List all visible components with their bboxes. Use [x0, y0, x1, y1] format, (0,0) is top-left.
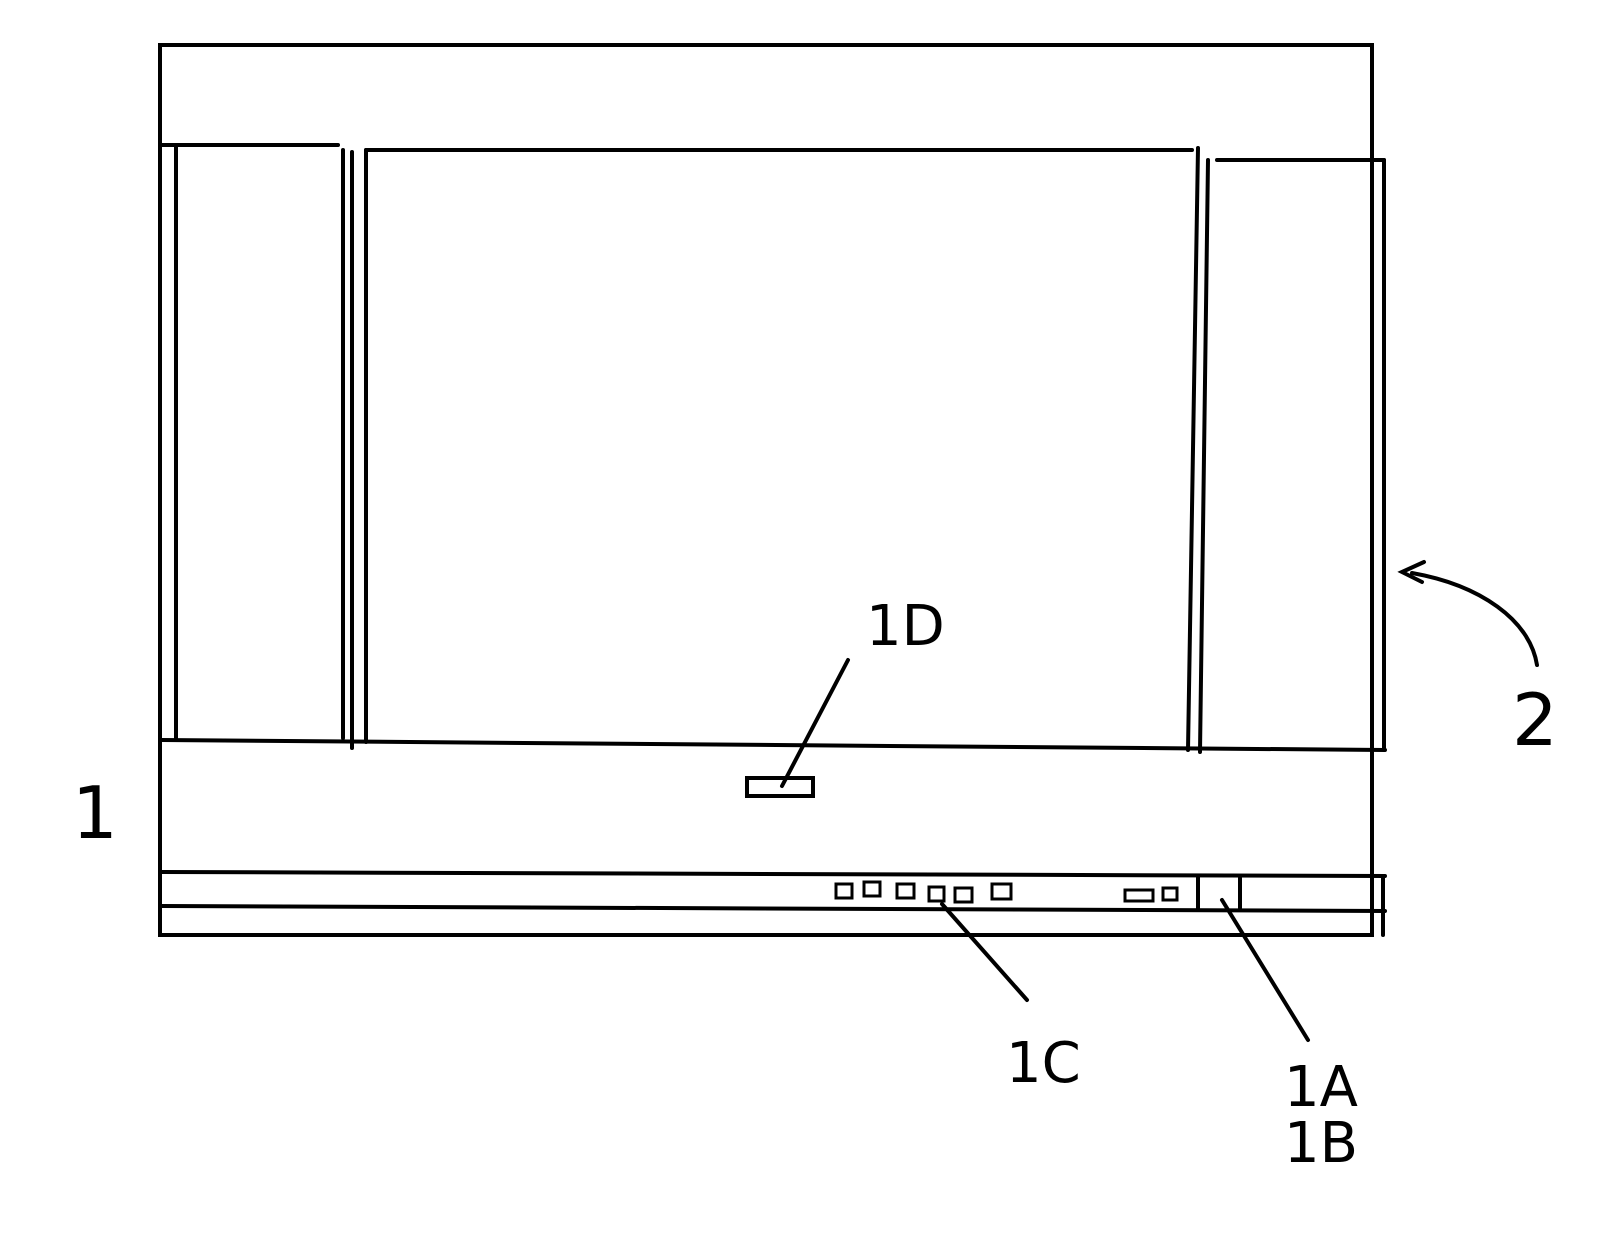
- leader-1c: [940, 902, 1029, 1002]
- icon-group-mid[interactable]: [1123, 886, 1179, 903]
- taskbar-bottom-line: [160, 904, 1387, 913]
- left-panel: [174, 143, 354, 750]
- square-icon: [895, 882, 916, 900]
- button-1d[interactable]: [745, 776, 815, 798]
- panels-bottom-divider: [160, 738, 1387, 752]
- rectangle-icon: [1123, 888, 1155, 903]
- arrow-2-head: [1397, 560, 1426, 584]
- icon-group-1c[interactable]: [834, 880, 1013, 904]
- label-1d: 1D: [866, 594, 945, 659]
- right-panel: [1215, 158, 1386, 752]
- square-icon: [990, 882, 1013, 901]
- square-icon: [1161, 886, 1179, 902]
- part-1a-1b[interactable]: [1196, 874, 1242, 912]
- square-icon: [862, 880, 882, 898]
- label-2: 2: [1512, 678, 1558, 762]
- leader-1d: [780, 658, 850, 788]
- square-icon: [927, 885, 946, 903]
- label-1: 1: [72, 771, 118, 855]
- square-icon: [953, 886, 974, 904]
- arrow-2: [1410, 571, 1539, 667]
- square-icon: [834, 882, 854, 900]
- label-1b: 1B: [1284, 1111, 1358, 1176]
- leader-1a: [1220, 898, 1310, 1042]
- label-1c: 1C: [1006, 1031, 1081, 1096]
- label-1a: 1A: [1284, 1055, 1358, 1120]
- taskbar-top-line: [160, 870, 1387, 878]
- center-panel: [364, 146, 1210, 754]
